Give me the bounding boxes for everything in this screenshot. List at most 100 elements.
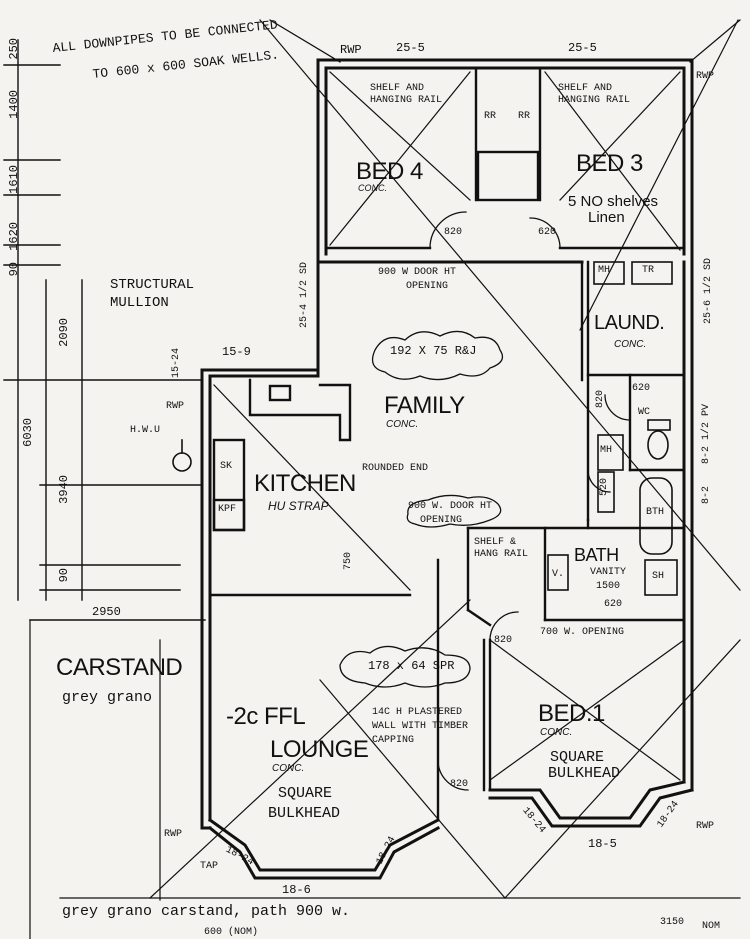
shelf-rail-1b: HANGING RAIL: [370, 95, 443, 106]
door-opening-1b: OPENING: [406, 281, 449, 292]
code-620-bed3: 620: [538, 227, 557, 238]
vanity-v: V.: [552, 569, 565, 580]
carstand-name: CARSTAND: [56, 654, 183, 681]
ext-2950: 2950: [92, 605, 121, 619]
beam-clouds: [339, 330, 504, 688]
bth-label: BTH: [646, 507, 665, 518]
dim-bottom-18-6: 18-6: [282, 883, 311, 897]
code-820-bed4: 820: [444, 227, 463, 238]
kitchen-750: 750: [343, 552, 354, 571]
tr-top: TR: [642, 265, 655, 276]
interior-walls: [208, 66, 686, 822]
dim-bottom-18-5: 18-5: [588, 837, 617, 851]
dim-15-24: 15-24: [171, 348, 182, 379]
dim-right-1: 25-6 1/2 SD: [703, 258, 714, 325]
sink-label: SK: [220, 461, 233, 472]
door-opening-2b: OPENING: [420, 515, 463, 526]
bed1-name: BED.1: [538, 700, 605, 727]
left-dim-1610: 1610: [7, 165, 21, 194]
kitchen-name: KITCHEN: [254, 470, 356, 497]
laundry-floor: CONC.: [614, 339, 647, 350]
rwp-bottom-left: RWP: [164, 829, 183, 840]
left-dim-1400: 1400: [7, 90, 21, 119]
door-opening-2a: 900 W. DOOR HT: [408, 501, 493, 512]
mh-top: MH: [598, 265, 611, 276]
shelf-rail-2b: HANGING RAIL: [558, 95, 631, 106]
code-620-bath: 620: [604, 599, 623, 610]
bed1-floor: CONC.: [540, 727, 573, 738]
linen-label: Linen: [588, 209, 625, 226]
dim-right-2: 8-2 1/2 PV: [701, 404, 712, 465]
bed1-ceiling-2: BULKHEAD: [548, 765, 621, 782]
code-820-bed1: 820: [494, 635, 513, 646]
plastered-wall-2: WALL WITH TIMBER: [372, 721, 469, 732]
corner-dim: 3150: [660, 917, 685, 928]
bath-vanity-1: VANITY: [590, 567, 627, 578]
carstand-lines: [29, 619, 741, 939]
left-dim-90b: 90: [57, 568, 71, 583]
left-dim-6030: 6030: [21, 418, 35, 447]
bed1-ceiling-1: SQUARE: [550, 749, 605, 766]
bed3-name: BED 3: [576, 150, 643, 177]
shelf-rail-3b: HANG RAIL: [474, 549, 529, 560]
lounge-floor: CONC.: [272, 763, 305, 774]
door-swings: [429, 211, 631, 791]
left-dim-1620: 1620: [7, 222, 21, 251]
code-520: 520: [599, 478, 610, 497]
fixtures: [172, 261, 678, 596]
footer-dim: 600 (NOM): [204, 927, 259, 938]
code-620-wc: 620: [632, 383, 651, 394]
dim-right-3: 8-2: [701, 486, 712, 505]
shelf-rail-1a: SHELF AND: [370, 83, 425, 94]
exterior-walls: [200, 58, 694, 880]
corner-nom: NOM: [702, 921, 721, 932]
door-opening-1a: 900 W DOOR HT: [378, 267, 457, 278]
plastered-wall-1: 14C H PLASTERED: [372, 707, 463, 718]
rounded-end: ROUNDED END: [362, 463, 429, 474]
hwu-label: H.W.U: [130, 425, 161, 436]
rwp-top-right: RWP: [696, 71, 715, 82]
shelf-rail-2a: SHELF AND: [558, 83, 613, 94]
family-floor: CONC.: [386, 419, 419, 430]
structural-mullion-line1: STRUCTURAL: [110, 277, 195, 293]
rr-2: RR: [518, 111, 531, 122]
rr-1: RR: [484, 111, 497, 122]
rwp-bottom-right: RWP: [696, 821, 715, 832]
diagonal-marks: [149, 19, 741, 899]
beam-top: 192 X 75 R&J: [390, 344, 477, 358]
shower-label: SH: [652, 571, 665, 582]
bed4-name: BED 4: [356, 158, 423, 185]
left-dim-250: 250: [7, 38, 21, 60]
dim-15-9: 15-9: [222, 345, 251, 359]
bath-name: BATH: [574, 545, 619, 565]
left-dim-3940: 3940: [57, 475, 71, 504]
top-dim-1: 25-5: [396, 41, 425, 55]
kpf-label: KPF: [218, 504, 237, 515]
family-name: FAMILY: [384, 392, 465, 419]
tap-label: TAP: [200, 861, 219, 872]
footer-note: grey grano carstand, path 900 w.: [62, 903, 351, 920]
left-dimension-chain: [3, 39, 206, 621]
mh-2: MH: [600, 445, 613, 456]
kitchen-floor: HU STRAP: [268, 499, 329, 513]
structural-mullion-line2: MULLION: [110, 295, 169, 311]
laundry-name: LAUND.: [594, 312, 665, 334]
bed4-floor: CONC.: [358, 183, 387, 193]
lounge-ceiling-2: BULKHEAD: [268, 805, 341, 822]
linen-shelves: 5 NO shelves: [568, 193, 659, 210]
lounge-ceiling-1: SQUARE: [278, 785, 333, 802]
shelf-rail-3a: SHELF &: [474, 537, 517, 548]
left-dim-90: 90: [7, 262, 21, 277]
top-dim-2: 25-5: [568, 41, 597, 55]
left-dim-2090: 2090: [57, 318, 71, 347]
opening-700: 700 W. OPENING: [540, 627, 625, 638]
carstand-floor: grey grano: [62, 689, 153, 706]
dim-vert-25: 25-4 1/2 SD: [299, 262, 310, 329]
plastered-wall-3: CAPPING: [372, 735, 415, 746]
lounge-name: LOUNGE: [270, 736, 369, 763]
bath-vanity-2: 1500: [596, 581, 621, 592]
top-rwp: RWP: [340, 43, 362, 57]
code-820-laund: 820: [595, 390, 606, 409]
wc-label: WC: [638, 407, 651, 418]
